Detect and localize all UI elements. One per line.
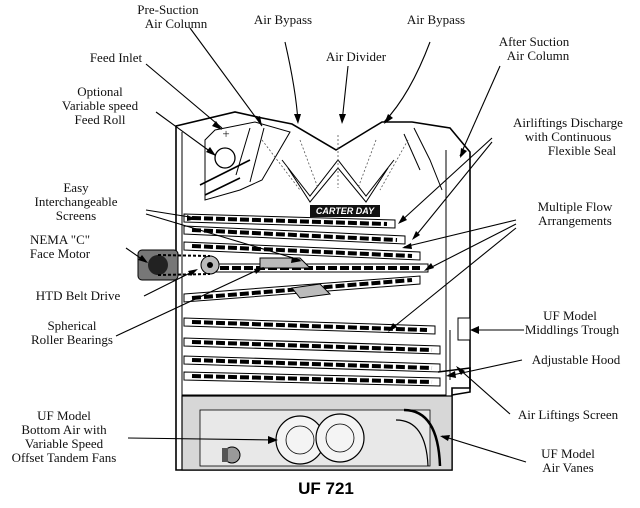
label-multiflow-1: Multiple Flow [538, 199, 613, 214]
label-air-bypass-right: Air Bypass [407, 12, 465, 27]
screen-decks [183, 213, 441, 387]
label-bottom-air-3: Variable Speed [25, 436, 104, 451]
label-airliftings-3: Flexible Seal [548, 143, 617, 158]
label-after-suction-1: After Suction [499, 34, 570, 49]
label-belt-drive: HTD Belt Drive [36, 288, 121, 303]
middlings-trough [437, 317, 471, 396]
label-air-lift-screen: Air Liftings Screen [518, 407, 619, 422]
brand-plate-text: CARTER DAY [316, 206, 375, 216]
leader-lines [115, 27, 527, 463]
label-air-vanes-1: UF Model [541, 446, 595, 461]
label-airliftings-2: with Continuous [525, 129, 611, 144]
label-feed-roll-3: Feed Roll [75, 112, 126, 127]
screen-deck [183, 213, 396, 229]
label-bearings-2: Roller Bearings [31, 332, 113, 347]
label-adjustable-hood: Adjustable Hood [532, 352, 621, 367]
label-bearings-1: Spherical [47, 318, 96, 333]
label-air-divider: Air Divider [326, 49, 387, 64]
screen-deck [183, 225, 406, 245]
label-screens-3: Screens [56, 208, 96, 223]
plus-mark: + [222, 126, 229, 141]
screen-deck [183, 317, 436, 335]
screen-deck [183, 371, 441, 387]
label-bottom-air-2: Bottom Air with [21, 422, 107, 437]
motor-face [148, 255, 168, 275]
label-middlings-1: UF Model [543, 308, 597, 323]
screen-deck [183, 337, 441, 355]
label-pre-suction-1: Pre-Suction [137, 2, 199, 17]
label-bottom-air-1: UF Model [37, 408, 91, 423]
feed-roll: + [214, 126, 236, 169]
label-feed-roll-2: Variable speed [62, 98, 139, 113]
fan-wheel-right [315, 413, 365, 463]
label-feed-roll-1: Optional [77, 84, 123, 99]
figure-caption: UF 721 [298, 479, 354, 498]
bearing-housing-2 [291, 283, 332, 299]
screen-deck [183, 355, 441, 373]
fan-housing [181, 395, 453, 471]
callout-labels: Pre-Suction Air Column Air Bypass Air By… [12, 2, 624, 475]
label-screens-1: Easy [63, 180, 89, 195]
bearing-housing [259, 257, 312, 269]
label-multiflow-2: Arrangements [538, 213, 612, 228]
label-motor-1: NEMA "C" [30, 232, 90, 247]
label-feed-inlet: Feed Inlet [90, 50, 143, 65]
htd-belt [157, 254, 211, 276]
label-air-vanes-2: Air Vanes [542, 460, 593, 475]
label-bottom-air-4: Offset Tandem Fans [12, 450, 117, 465]
label-air-bypass-left: Air Bypass [254, 12, 312, 27]
label-screens-2: Interchangeable [34, 194, 117, 209]
label-middlings-2: Middlings Trough [525, 322, 620, 337]
label-pre-suction-2: Air Column [145, 16, 208, 31]
label-motor-2: Face Motor [30, 246, 91, 261]
label-airliftings-1: Airliftings Discharge [513, 115, 623, 130]
label-after-suction-2: Air Column [507, 48, 570, 63]
air-vanes [403, 408, 442, 467]
screen-deck [183, 241, 421, 261]
brand-plate: CARTER DAY [310, 205, 380, 217]
screen-deck [211, 263, 429, 273]
